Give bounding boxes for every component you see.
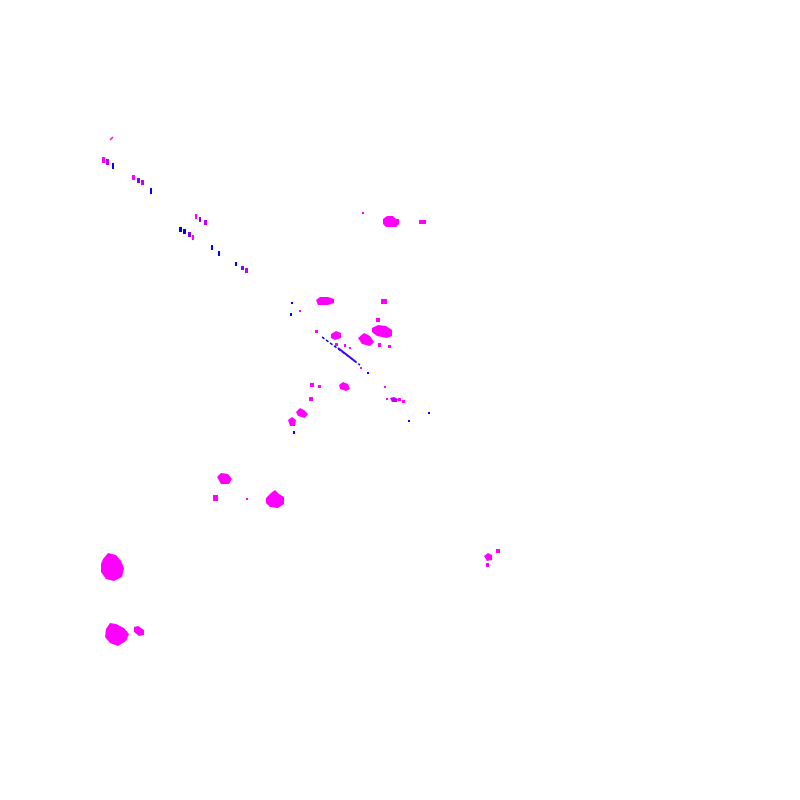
right-cluster [484, 549, 500, 567]
bottom-left-cluster [101, 553, 144, 646]
lower-middle-cluster [213, 473, 284, 508]
upper-left-streak [102, 136, 248, 273]
top-cluster [362, 212, 426, 227]
middle-cluster [288, 297, 430, 434]
